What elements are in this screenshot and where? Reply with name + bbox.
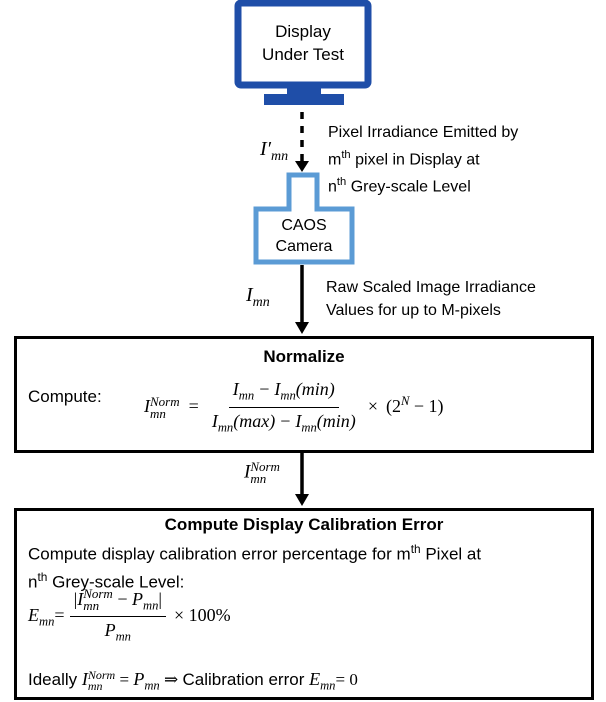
camera-outline-icon	[253, 172, 355, 265]
arrow1-symbol: I′mn	[260, 138, 288, 165]
arrow1-symbol-sub: mn	[271, 149, 289, 164]
calibration-desc-line2: nth Grey-scale Level:	[28, 569, 185, 592]
calibration-desc-line1: Compute display calibration error percen…	[28, 542, 482, 564]
arrow1-caption-line3: nth Grey-scale Level	[328, 176, 471, 196]
normalize-numerator: Imn − Imn(min)	[228, 379, 339, 408]
normalize-title: Normalize	[263, 347, 345, 366]
display-label-line1: Display	[275, 22, 331, 41]
normalize-times: ×	[367, 395, 378, 416]
normalize-denominator: Imn(max) − Imn(min)	[211, 410, 356, 435]
camera-label-line2: Camera	[275, 238, 333, 255]
calibration-description: Compute display calibration error percen…	[28, 538, 481, 593]
arrow1-caption: Pixel Irradiance Emitted by mth pixel in…	[328, 121, 518, 199]
normalize-fraction: Imn − Imn(min) Imn(max) − Imn(min)	[208, 379, 360, 435]
calibration-lhs: Emn	[28, 605, 55, 629]
normalize-compute-label: Compute:	[28, 387, 102, 406]
calibration-denominator: Pmn	[104, 620, 131, 644]
arrowhead-3	[295, 494, 309, 506]
camera-label-line1: CAOS	[281, 217, 327, 234]
arrowhead-1	[295, 161, 309, 172]
display-monitor-icon	[234, 0, 372, 105]
calibration-box: Compute Display Calibration Error Comput…	[14, 508, 594, 700]
calibration-title: Compute Display Calibration Error	[164, 515, 444, 534]
arrow1-caption-line1: Pixel Irradiance Emitted by	[328, 124, 519, 141]
arrow1-symbol-main: I′	[260, 138, 272, 160]
arrow2-caption-line1: Raw Scaled Image Irradiance	[326, 279, 536, 296]
arrowhead-2	[295, 322, 309, 334]
display-label: Display Under Test	[241, 20, 365, 66]
arrow2-caption: Raw Scaled Image Irradiance Values for u…	[326, 276, 536, 322]
display-label-line2: Under Test	[262, 45, 344, 64]
arrow2-caption-line2: Values for up to M-pixels	[326, 302, 501, 319]
arrow2-symbol: Imn	[246, 284, 270, 310]
calibration-times: × 100%	[174, 605, 231, 626]
normalize-eq: =	[188, 395, 199, 416]
normalize-factor: (2N − 1)	[385, 393, 444, 416]
arrow1-caption-line2: mth pixel in Display at	[328, 149, 480, 169]
camera-label: CAOS Camera	[258, 215, 350, 257]
